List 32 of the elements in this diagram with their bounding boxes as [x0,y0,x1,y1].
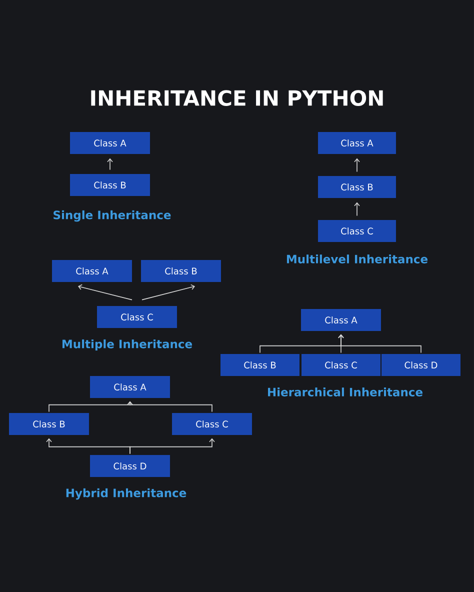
arrow [354,158,360,172]
title: INHERITANCE IN PYTHON [91,90,383,106]
arrow [338,334,422,354]
class-box: Class A [52,260,132,282]
class-box: Class A [301,309,381,331]
section-caption: Single Inheritance [54,210,171,222]
section-caption: Multilevel Inheritance [286,254,428,264]
node-label: Class C [325,362,357,368]
class-box: Class B [318,176,396,198]
class-box: Class C [302,354,380,376]
arrow [127,401,212,412]
arrow [142,284,195,300]
class-box: Class B [220,354,300,376]
arrow [107,158,113,170]
section-caption: Hybrid Inheritance [66,488,186,500]
class-box: Class D [90,455,170,477]
section-caption: Multiple Inheritance [62,339,192,351]
class-box: Class A [70,132,150,154]
class-box: Class C [172,413,252,435]
node-label: Class D [404,362,438,368]
class-box: Class A [318,132,396,154]
arrow [354,202,360,216]
class-box: Class B [70,174,150,196]
arrow [130,438,215,454]
arrow [78,284,132,300]
section-caption: Hierarchical Inheritance [268,388,422,396]
class-box: Class C [318,220,396,242]
class-box: Class A [90,376,170,398]
class-box: Class C [97,306,177,328]
class-box: Class B [9,413,89,435]
class-box: Class D [382,354,460,376]
class-box: Class B [141,260,221,282]
